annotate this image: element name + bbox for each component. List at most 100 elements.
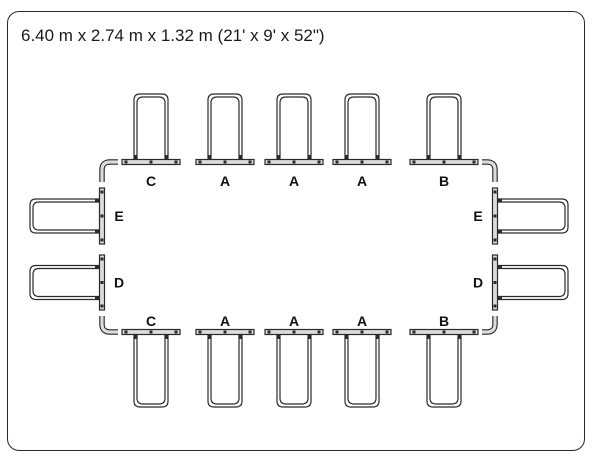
right-panel-1-bolt <box>493 281 497 284</box>
right-panel-0-bolt <box>493 214 497 218</box>
bottom-panel-3-bolt <box>385 330 389 334</box>
bottom-panel-4-bolt <box>412 330 416 334</box>
top-panel-0-bolt <box>174 160 178 164</box>
bottom-panel-1-bolt <box>223 330 227 334</box>
bottom-panel-1-bolt <box>198 330 202 334</box>
right-label-0: E <box>473 208 482 224</box>
left-leg-1 <box>29 264 99 301</box>
bottom-label-4: B <box>439 313 449 329</box>
top-panel-4-bolt <box>472 160 476 164</box>
bottom-leg-4 <box>429 335 459 405</box>
bottom-leg-1 <box>207 335 243 408</box>
top-label-3: A <box>357 173 367 189</box>
bottom-panel-2-bolt <box>317 330 321 334</box>
bottom-label-0: C <box>146 313 156 329</box>
top-label-2: A <box>289 173 299 189</box>
top-panel-2-bolt <box>317 160 321 164</box>
top-leg-0 <box>136 96 166 159</box>
top-panel-3-bolt <box>335 160 339 164</box>
bottom-leg-2 <box>279 335 309 405</box>
bottom-panel-4-bolt <box>442 330 446 334</box>
left-panel-0-bolt <box>100 190 104 194</box>
frame-panels <box>98 158 499 336</box>
top-leg-2-foot <box>276 155 281 159</box>
corner-top-left-inner <box>100 160 118 182</box>
top-label-0: C <box>146 173 156 189</box>
corner-top-right-inner <box>482 160 497 182</box>
top-label-4: B <box>439 173 449 189</box>
left-leg-0-foot <box>95 198 99 203</box>
top-leg-4-foot <box>426 155 431 159</box>
left-leg-0 <box>32 201 99 231</box>
left-panel-1-bolt <box>100 281 104 284</box>
top-leg-3-foot <box>375 155 380 159</box>
left-label-0: E <box>114 208 123 224</box>
right-panel-1-bolt <box>493 257 497 261</box>
top-leg-3-foot <box>344 155 349 159</box>
top-panel-1-bolt <box>248 160 252 164</box>
right-leg-0 <box>498 201 566 231</box>
bottom-label-3: A <box>357 313 367 329</box>
top-leg-1 <box>207 93 243 159</box>
left-panel-0-bolt <box>100 214 104 218</box>
top-panel-4-bolt <box>412 160 416 164</box>
right-leg-1 <box>498 264 569 301</box>
left-panel-1-bolt <box>100 257 104 261</box>
bottom-leg-2-foot <box>276 335 281 339</box>
right-leg-0-foot <box>498 229 502 234</box>
top-leg-2-foot <box>307 155 312 159</box>
top-panel-1-bolt <box>198 160 202 164</box>
bottom-leg-4 <box>426 335 462 408</box>
top-leg-0 <box>133 93 169 159</box>
bottom-panel-3-bolt <box>360 330 364 334</box>
left-leg-1-foot <box>95 265 99 269</box>
left-panel-0-bolt <box>100 238 104 242</box>
bottom-leg-0-foot <box>133 335 138 339</box>
bottom-panel-3-bolt <box>335 330 339 334</box>
top-leg-3 <box>347 96 377 159</box>
bottom-leg-3-foot <box>375 335 380 339</box>
bottom-leg-1 <box>210 335 240 405</box>
left-leg-0 <box>29 198 99 234</box>
top-leg-1-foot <box>238 155 243 159</box>
bottom-leg-0-foot <box>164 335 169 339</box>
u-legs <box>29 93 569 408</box>
right-panel-0-bolt <box>493 238 497 242</box>
top-panel-0-bolt <box>149 160 153 164</box>
top-panel-3-bolt <box>360 160 364 164</box>
right-leg-0-foot <box>498 198 502 203</box>
right-leg-1-foot <box>498 296 502 300</box>
bottom-panel-2-bolt <box>267 330 271 334</box>
top-leg-4 <box>426 93 462 159</box>
bottom-label-1: A <box>220 313 230 329</box>
top-panel-3-bolt <box>385 160 389 164</box>
top-label-1: A <box>220 173 230 189</box>
corner-connectors <box>99 159 498 335</box>
top-leg-0-foot <box>164 155 169 159</box>
bottom-label-2: A <box>289 313 299 329</box>
top-panel-1-bolt <box>223 160 227 164</box>
right-leg-1-foot <box>498 265 502 269</box>
top-panel-4-bolt <box>442 160 446 164</box>
top-panel-2-bolt <box>267 160 271 164</box>
bottom-leg-4-foot <box>426 335 431 339</box>
left-leg-1 <box>32 267 99 298</box>
bottom-leg-2-foot <box>307 335 312 339</box>
left-leg-0-foot <box>95 229 99 234</box>
bottom-leg-2 <box>276 335 312 408</box>
bottom-leg-1-foot <box>207 335 212 339</box>
left-leg-1-foot <box>95 296 99 300</box>
right-leg-1 <box>498 267 566 298</box>
corner-bottom-right-inner <box>482 316 497 334</box>
bottom-panel-2-bolt <box>292 330 296 334</box>
top-panel-0-bolt <box>124 160 128 164</box>
bottom-panel-0-bolt <box>174 330 178 334</box>
bottom-panel-0-bolt <box>124 330 128 334</box>
right-panel-0-bolt <box>493 190 497 194</box>
bottom-leg-3 <box>347 335 377 405</box>
bottom-leg-3 <box>344 335 380 408</box>
left-label-1: D <box>114 275 124 291</box>
right-panel-1-bolt <box>493 304 497 308</box>
